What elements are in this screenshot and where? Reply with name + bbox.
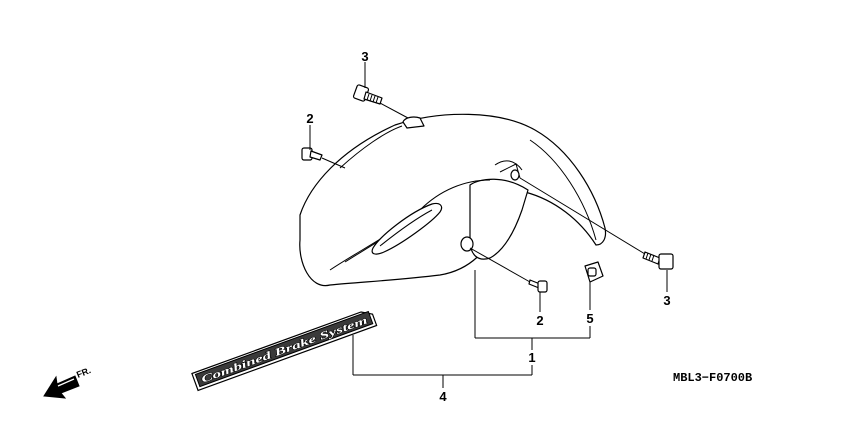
- direction-arrow: FR.: [43, 365, 92, 399]
- callout-3-right: 3: [663, 293, 670, 308]
- callout-3-top: 3: [361, 49, 368, 64]
- decal-combined-brake-system: Combined Brake System: [191, 310, 378, 392]
- direction-label: FR.: [75, 365, 92, 380]
- screw-lower: [528, 279, 548, 293]
- bolt-right: [642, 251, 674, 270]
- part-code: MBL3−F0700B: [673, 371, 752, 385]
- screw-left: [301, 147, 323, 161]
- callout-2-left: 2: [306, 111, 313, 126]
- callout-2-lower: 2: [536, 313, 543, 328]
- callout-4: 4: [439, 389, 447, 404]
- callout-5: 5: [586, 311, 593, 326]
- front-fender: [299, 113, 607, 287]
- callout-labels: 3 2 3 2 5 1 4: [306, 49, 670, 404]
- leader-lines: [309, 62, 668, 388]
- decal-text: Combined Brake System: [200, 315, 369, 386]
- clip-nut: [584, 261, 604, 283]
- bolt-top: [352, 84, 383, 105]
- callout-1: 1: [528, 350, 535, 365]
